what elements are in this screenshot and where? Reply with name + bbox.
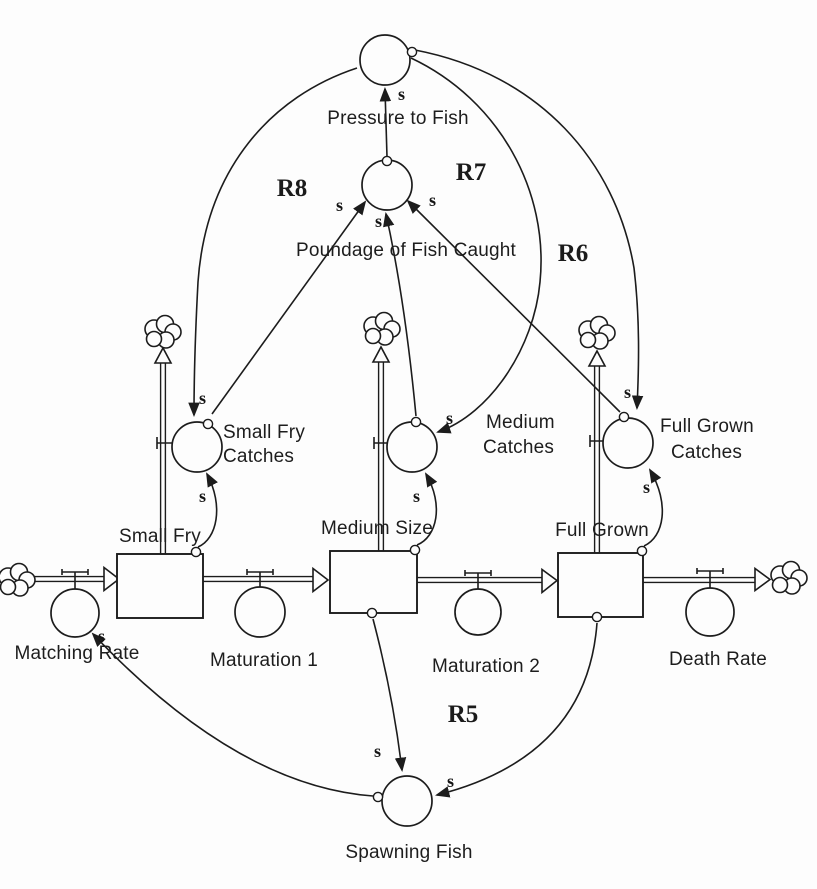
link-fullgrowncatches-to-poundage — [406, 199, 621, 413]
tie-fullgrown-catches — [589, 435, 604, 447]
label-stock-medium-size: Medium Size — [321, 518, 433, 539]
flow-arrow-into-smallfry — [103, 565, 121, 593]
valves — [61, 435, 724, 590]
polarity-fullgrowncatches-top: s — [624, 382, 631, 402]
cloud-source — [0, 562, 36, 597]
link-fullgrown-to-spawning — [435, 622, 598, 798]
connector-fullgrowncatches-top — [618, 411, 630, 423]
label-pressure-to-fish: Pressure to Fish — [327, 108, 469, 129]
link-mediumcatches-to-poundage — [383, 212, 417, 417]
link-spawning-to-matchingrate — [91, 632, 374, 797]
label-maturation-2: Maturation 2 — [432, 656, 540, 677]
flow-circle-death-rate — [685, 587, 735, 637]
valve-matching-rate — [61, 569, 89, 590]
flow-pipes — [28, 361, 755, 584]
converter-medium-catches — [386, 421, 438, 473]
label-loop-r6: R6 — [558, 240, 589, 267]
cloud-medium-sink — [363, 311, 401, 346]
polarity-fullgrowncatches-bottom: s — [643, 477, 650, 497]
link-pressure-to-fullgrowncatches — [414, 49, 644, 411]
stock-medium-size — [329, 550, 418, 614]
polarity-spawning-top: s — [374, 741, 381, 761]
connector-smallfry-box — [190, 546, 202, 558]
connector-mediumsize-box-bottom — [366, 607, 378, 619]
stock-small-fry — [116, 553, 204, 619]
converter-pressure-to-fish — [359, 34, 411, 86]
label-medium-catches-1: Medium — [486, 412, 555, 433]
label-medium-catches-2: Catches — [483, 437, 554, 458]
label-spawning-fish: Spawning Fish — [345, 842, 472, 863]
valve-maturation-1 — [246, 569, 274, 588]
flow-circle-matching-rate — [50, 588, 100, 638]
flow-arrow-medium-cloud — [371, 345, 391, 363]
label-small-fry-catches-1: Small Fry — [223, 422, 305, 443]
converter-full-grown-catches — [602, 417, 654, 469]
label-maturation-1: Maturation 1 — [210, 650, 318, 671]
connector-mediumcatches-top — [410, 416, 422, 428]
cloud-death-sink — [770, 560, 808, 595]
flow-arrow-fullgrown-cloud — [587, 349, 607, 367]
label-matching-rate: Matching Rate — [14, 643, 139, 664]
connector-mediumsize-box-top — [409, 544, 421, 556]
flow-circle-maturation-2 — [454, 588, 502, 636]
polarity-matchingrate: s — [98, 626, 105, 646]
converter-small-fry-catches — [171, 421, 223, 473]
link-smallfrycatches-to-poundage — [211, 200, 367, 415]
label-full-grown-catches-2: Catches — [671, 442, 742, 463]
link-poundage-to-pressure — [379, 86, 392, 158]
label-poundage-of-fish-caught: Poundage of Fish Caught — [296, 240, 517, 261]
label-small-fry-catches-2: Catches — [223, 446, 294, 467]
connector-smallfrycatches-top — [202, 418, 214, 430]
polarity-smallfrycatches-bottom: s — [199, 486, 206, 506]
converter-spawning-fish — [381, 775, 433, 827]
stock-full-grown — [557, 552, 644, 618]
connector-poundage-top — [381, 155, 393, 167]
polarity-pressure: s — [398, 84, 405, 104]
converter-poundage-of-fish-caught — [361, 159, 413, 211]
flow-circle-maturation-1 — [234, 586, 286, 638]
valve-death-rate — [696, 568, 724, 589]
polarity-poundage-left: s — [336, 195, 343, 215]
link-pressure-to-mediumcatches — [410, 57, 542, 434]
connector-fullgrown-box-bottom — [591, 611, 603, 623]
label-stock-full-grown: Full Grown — [555, 520, 649, 541]
flow-arrow-into-mediumsize — [312, 566, 330, 594]
label-death-rate: Death Rate — [669, 649, 767, 670]
tie-smallfry-catches — [156, 437, 173, 449]
flow-arrow-into-sink-cloud — [754, 566, 772, 593]
connector-dots — [190, 46, 648, 803]
label-loop-r5: R5 — [448, 701, 479, 728]
cloud-smallfry-sink — [144, 314, 182, 349]
label-stock-small-fry: Small Fry — [119, 526, 201, 547]
polarity-poundage-bottom: s — [375, 211, 382, 231]
polarity-poundage-right: s — [429, 190, 436, 210]
link-smallfry-to-smallfrycatches — [197, 472, 218, 548]
link-pressure-to-smallfrycatches — [188, 67, 358, 418]
polarity-mediumcatches-right: s — [446, 408, 453, 428]
label-loop-r8: R8 — [277, 175, 308, 202]
connector-fullgrown-box-top — [636, 545, 648, 557]
tie-medium-catches — [373, 437, 388, 449]
cloud-fullgrown-sink — [578, 315, 616, 350]
valve-maturation-2 — [464, 570, 492, 590]
polarity-smallfrycatches-top: s — [199, 388, 206, 408]
label-full-grown-catches-1: Full Grown — [660, 416, 754, 437]
link-mediumsize-to-spawning — [372, 618, 407, 773]
information-links — [91, 49, 664, 798]
polarity-mediumcatches-bottom: s — [413, 486, 420, 506]
polarity-spawning-right: s — [447, 771, 454, 791]
label-loop-r7: R7 — [456, 159, 487, 186]
flow-arrow-into-fullgrown — [541, 567, 559, 595]
link-mediumsize-to-mediumcatches — [416, 472, 438, 546]
connector-spawning-left — [372, 791, 384, 803]
flow-arrowheads — [103, 345, 772, 595]
link-fullgrown-to-fullgrowncatches — [643, 468, 664, 547]
connector-pressure-right — [406, 46, 418, 58]
flow-arrow-smallfry-cloud — [153, 346, 173, 364]
